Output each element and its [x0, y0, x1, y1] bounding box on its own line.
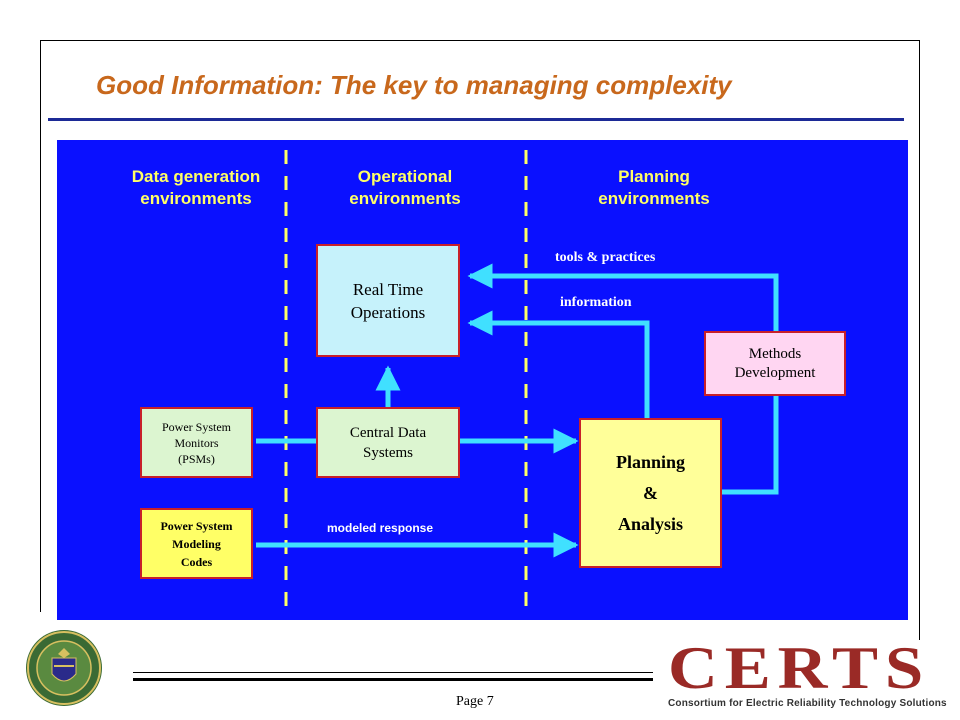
arrow-planning-to-methods — [722, 396, 779, 495]
box-label: (PSMs) — [178, 451, 215, 466]
box-power-system-monitors: Power System Monitors (PSMs) — [140, 407, 253, 478]
box-label: Systems — [362, 444, 413, 461]
box-label: Power System — [162, 419, 231, 434]
box-label: Codes — [180, 554, 213, 569]
box-label: Development — [734, 364, 816, 381]
arrow-information — [467, 310, 650, 420]
heading-line: Data generation — [131, 167, 261, 186]
box-planning-analysis: Planning & Analysis — [579, 418, 722, 568]
heading-line: Operational — [357, 167, 453, 186]
label-modeled-response: modeled response — [327, 521, 434, 535]
certs-wordmark: CERTS — [668, 635, 931, 701]
box-label: Analysis — [617, 513, 684, 534]
heading-line: Planning — [618, 167, 690, 186]
box-label: Monitors — [174, 435, 219, 450]
frame-gap — [36, 612, 44, 642]
slide-title: Good Information: The key to managing co… — [96, 70, 732, 100]
slide-frame — [40, 40, 920, 640]
box-label: Central Data — [349, 424, 427, 441]
box-label: Modeling — [172, 536, 221, 551]
box-central-data-systems: Central Data Systems — [316, 407, 460, 478]
box-power-system-modeling-codes: Power System Modeling Codes — [140, 508, 253, 579]
heading-line: environments — [140, 189, 252, 208]
footer-rule-thick — [133, 678, 653, 681]
certs-tagline: Consortium for Electric Reliability Tech… — [668, 698, 947, 709]
box-label: Real Time — [352, 279, 424, 299]
heading-data-generation: Data generation environments — [96, 166, 296, 210]
certs-logo: CERTS Consortium for Electric Reliabilit… — [668, 638, 947, 709]
heading-line: environments — [349, 189, 461, 208]
heading-operational: Operational environments — [305, 166, 505, 210]
box-label: Methods — [748, 345, 802, 362]
box-real-time-operations: Real Time Operations — [316, 244, 460, 357]
heading-planning: Planning environments — [554, 166, 754, 210]
title-underline — [48, 118, 904, 121]
arrow-tools-practices — [467, 263, 779, 331]
box-label: Power System — [160, 518, 233, 533]
box-methods-development: Methods Development — [704, 331, 846, 396]
label-tools-practices: tools & practices — [555, 250, 656, 265]
doe-seal-icon — [26, 630, 102, 706]
box-label: & — [643, 482, 658, 503]
footer-rule — [133, 672, 653, 673]
heading-line: environments — [598, 189, 710, 208]
page-number: Page 7 — [456, 694, 494, 709]
label-information: information — [560, 295, 632, 310]
box-label: Planning — [615, 451, 686, 472]
box-label: Operations — [350, 302, 426, 322]
